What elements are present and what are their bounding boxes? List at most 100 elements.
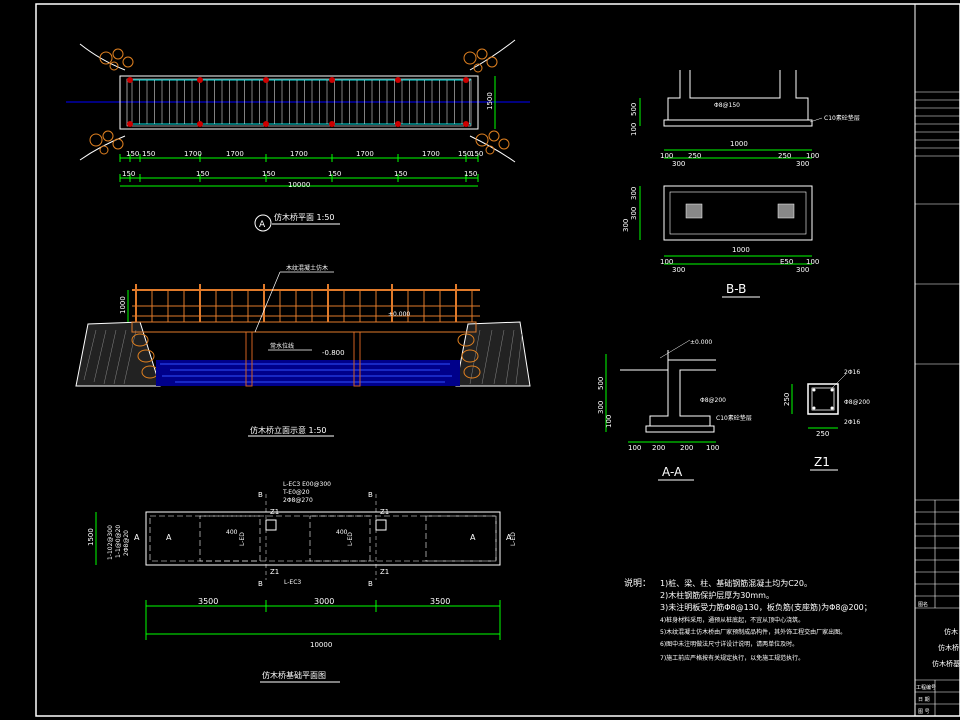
found-small-1: 400	[226, 529, 238, 536]
z1-bottom: 2Φ16	[844, 419, 860, 426]
found-z1-c: Z1	[270, 568, 279, 576]
found-left-dim-1: 1-1@0@20	[115, 525, 122, 558]
saa-rebar: Φ8@200	[700, 397, 726, 404]
foundation-plan: Z1 Z1 Z1 Z1 B B B B A A A A L-ED L-ED L-…	[87, 481, 517, 683]
saa-v-0: 500	[597, 377, 605, 390]
sb1-h-4: 100	[806, 152, 819, 160]
sb1-hb-1: 300	[796, 160, 809, 168]
found-top-label-1: T-E0@20	[282, 489, 310, 496]
section-b-top: Φ8@150 C10素砼垫层 500 100 100 250 1000 250 …	[630, 70, 860, 168]
plan-dim-2: 1700	[184, 150, 202, 158]
found-z1-d: Z1	[380, 568, 389, 576]
sbb-h-1: 1000	[732, 246, 750, 254]
notes: 说明： 1)桩、梁、柱、基础钢筋混凝土均为C20。 2)木柱钢筋保护层厚为30m…	[624, 577, 872, 662]
plan-dim-4: 1700	[290, 150, 308, 158]
sbb-v-1: 300	[630, 207, 638, 220]
found-z1-a: Z1	[270, 508, 279, 516]
plan-post-marker	[263, 121, 269, 127]
sb1-c10: C10素砼垫层	[824, 114, 860, 122]
plan-total: 10000	[288, 181, 310, 189]
found-a-4: A	[506, 533, 512, 542]
sb1-h-3: 250	[778, 152, 791, 160]
sbb-hb-0: 300	[672, 266, 685, 274]
plan-post-marker	[127, 77, 133, 83]
note-1: 2)木柱钢筋保护层厚为30mm。	[660, 590, 774, 600]
section-aa: ±0.000 Φ8@200 C10素砼垫层 500 300 100 100 20…	[597, 339, 752, 481]
saa-level: ±0.000	[690, 339, 712, 346]
notes-heading: 说明：	[624, 577, 651, 589]
found-a-2: A	[470, 533, 476, 542]
found-total: 10000	[310, 641, 332, 649]
sbb-h-2: 100	[806, 258, 819, 266]
tb-line1: 仿木	[944, 627, 958, 636]
found-l-1: L-ED	[239, 532, 246, 546]
found-small-2: 400	[336, 529, 348, 536]
plan-post-marker	[395, 77, 401, 83]
z1-height: 250	[783, 393, 791, 406]
z1-top: 2Φ16	[844, 369, 860, 376]
found-b-2: B	[368, 491, 373, 499]
found-l-2: L-ED	[347, 532, 354, 546]
plan-lower-dim-1: 150	[196, 170, 209, 178]
note-3: 4)桩身材料采用，通预从桩底起，不宜从顶中心浇筑。	[660, 616, 804, 624]
plan-dim-3: 1700	[226, 150, 244, 158]
plan-dim-8: 150	[470, 150, 483, 158]
elev-deck-level: ±0.000	[388, 311, 410, 318]
note-5: 6)图中未注明做法尺寸详设计说明，请两单位及时。	[660, 640, 798, 648]
tb-label-left: 图名	[918, 601, 928, 608]
plan-label-a: A	[259, 220, 266, 230]
found-title: 仿木桥基础平面图	[262, 670, 326, 680]
plan-post-marker	[329, 77, 335, 83]
found-dim-2: 3500	[430, 597, 450, 606]
plan-dim-6: 1700	[422, 150, 440, 158]
plan-post-marker	[395, 121, 401, 127]
found-b-1: B	[258, 491, 263, 499]
plan-dim-7: 150	[458, 150, 471, 158]
sbb-v-0: 300	[630, 187, 638, 200]
found-a-3: A	[134, 533, 140, 542]
plan-lower-dim-0: 150	[122, 170, 135, 178]
tb-line2: 仿木桥	[938, 643, 959, 652]
sbb-hb-2: 300	[796, 266, 809, 274]
found-dim-1: 3000	[314, 597, 334, 606]
sb1-h-2: 1000	[730, 140, 748, 148]
saa-h-0: 100	[628, 444, 641, 452]
plan-post-marker	[463, 121, 469, 127]
sbb-hb-1: E50	[780, 258, 793, 266]
elev-title: 仿木桥立面示意 1:50	[250, 425, 327, 435]
sb1-note: Φ8@150	[714, 102, 740, 109]
plan-lower-dim-4: 150	[394, 170, 407, 178]
tb-row2: 图 号	[918, 709, 930, 715]
plan-dim-5: 1700	[356, 150, 374, 158]
z1-width: 250	[816, 430, 829, 438]
note-2: 3)未注明板受力筋Φ8@130，板负筋(支座筋)为Φ8@200；	[660, 602, 872, 612]
plan-dim-0: 150	[126, 150, 139, 158]
elevation-view: 木纹混凝土仿木 ±0.000 常水位线 -0.800 1000 仿木桥立面示意 …	[75, 264, 531, 437]
sb1-v-1: 100	[630, 123, 638, 136]
section-bb: 300 300 300 100 1000 100 300 E50 300 B-B	[622, 185, 819, 298]
found-height: 1500	[87, 528, 95, 546]
plan-lower-dim-5: 150	[464, 170, 477, 178]
saa-c10: C10素砼垫层	[716, 414, 752, 422]
tb-row1: 日 期	[918, 697, 930, 703]
sb1-h-1: 250	[688, 152, 701, 160]
plan-post-marker	[263, 77, 269, 83]
found-top-label-2: 2Φ8@270	[283, 497, 313, 504]
z1-title: Z1	[814, 455, 830, 469]
note-0: 1)桩、梁、柱、基础钢筋混凝土均为C20。	[660, 578, 812, 588]
plan-post-marker	[463, 77, 469, 83]
drawing-frame	[35, 3, 960, 717]
plan-lower-dim-3: 150	[328, 170, 341, 178]
sbb-v-2: 300	[622, 219, 630, 232]
found-a-1: A	[166, 533, 172, 542]
elev-rail-height: 1000	[119, 296, 127, 314]
sb1-h-0: 100	[660, 152, 673, 160]
plan-post-marker	[329, 121, 335, 127]
note-6: 7)施工前应严格按有关规定执行，以免施工规范执行。	[660, 654, 804, 662]
saa-v-2: 100	[605, 415, 613, 428]
note-4: 5)木纹混凝土仿木桥由厂家预制成品构件，其外饰工程交由厂家出图。	[660, 628, 846, 636]
found-z1-b: Z1	[380, 508, 389, 516]
z1-column-section: 2Φ16 Φ8@200 2Φ16 250 250 Z1	[783, 369, 870, 471]
elev-water-level: -0.800	[322, 349, 345, 357]
